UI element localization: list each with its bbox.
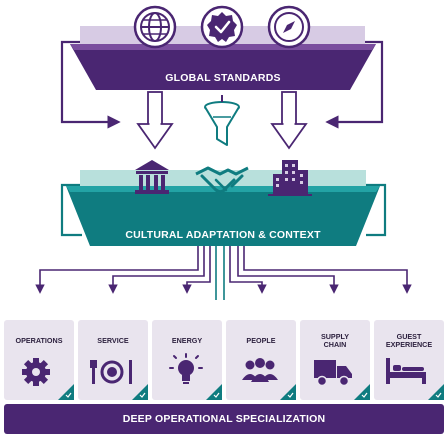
category-label-operations: OPERATIONS: [15, 335, 63, 345]
teal-loop-left: [60, 183, 82, 237]
truck-icon: [314, 360, 352, 387]
category-label-energy: ENERGY: [171, 335, 203, 345]
feedback-loop-right: [325, 40, 384, 129]
category-label-service: SERVICE: [97, 335, 129, 345]
bottom-bar: [4, 404, 444, 434]
category-label-people: PEOPLE: [246, 335, 276, 345]
museum-icon: [135, 160, 169, 194]
globe-icon: [133, 5, 177, 49]
top-tier-label: GLOBAL STANDARDS: [165, 72, 281, 84]
box-accents: [58, 384, 444, 400]
funnel-icon: [204, 95, 240, 146]
dining-icon: [90, 360, 132, 384]
category-box-energy: [152, 320, 222, 400]
gear-icon: [22, 358, 50, 386]
buildings-icon: [268, 160, 312, 196]
compass-icon: [267, 5, 311, 49]
bottom-bar-label: DEEP OPERATIONAL SPECIALIZATION: [122, 413, 326, 425]
verified-badge-icon: [200, 5, 244, 49]
flow-arrow-right: [270, 91, 308, 150]
lightbulb-icon: [169, 353, 203, 384]
category-label-guest-experience: GUEST EXPERIENCE: [385, 331, 433, 349]
teal-loop-right: [365, 183, 387, 237]
top-tier-front-panel: [70, 44, 376, 90]
flow-arrow-left: [136, 91, 174, 150]
feedback-loop-left: [60, 40, 121, 129]
box-accent-checks: [65, 392, 442, 398]
handshake-icon: [195, 166, 249, 196]
distribution-lines: [35, 246, 412, 300]
category-label-supply-chain: SUPPLY CHAIN: [320, 331, 350, 349]
middle-tier-label: CULTURAL ADAPTATION & CONTEXT: [125, 229, 321, 241]
category-box-guest-experience: [374, 320, 444, 400]
bed-icon: [386, 358, 426, 384]
people-icon: [242, 358, 278, 382]
middle-tier-front-panel: [66, 186, 380, 246]
